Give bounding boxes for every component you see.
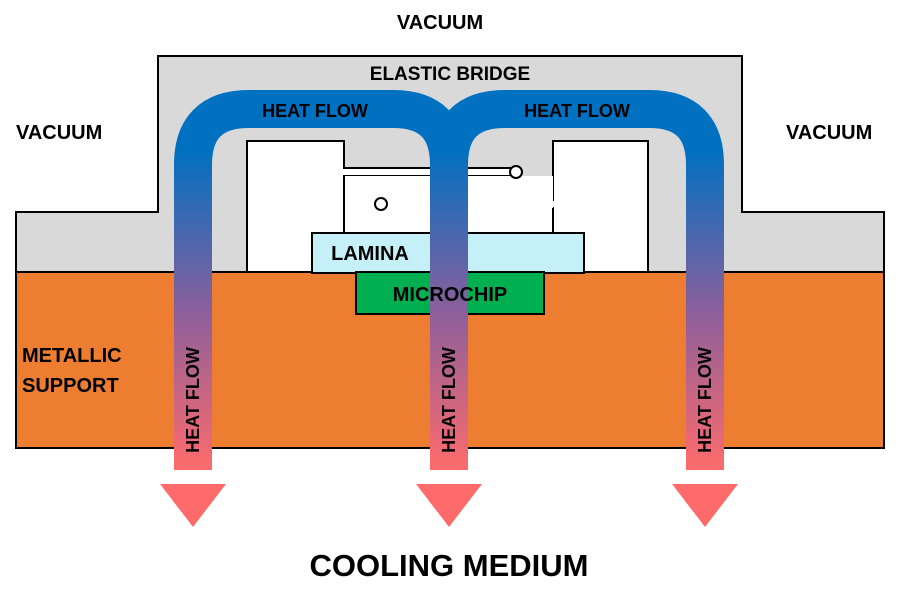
vacuum-top-label: VACUUM [397,12,483,34]
heat-flow-label-vertical-right: HEAT FLOW [695,347,715,453]
wire-bond-left [374,197,388,211]
heat-flow-label-vertical-center: HEAT FLOW [439,347,459,453]
cooling-medium-label: COOLING MEDIUM [310,548,589,583]
wire-bond-right [509,165,523,179]
heat-flow-arch-right [430,90,724,470]
vacuum-left-label: VACUUM [16,122,102,144]
metallic-support-label-line2: SUPPORT [22,375,119,397]
heat-flow-arrowhead-center [416,484,482,527]
heat-flow-arrowhead-right [672,484,738,527]
heat-flow-label-vertical-left: HEAT FLOW [183,347,203,453]
lamina-label: LAMINA [331,243,409,265]
vacuum-right-label: VACUUM [786,122,872,144]
microchip-label: MICROCHIP [393,284,507,306]
heat-flow-label-top-left: HEAT FLOW [262,101,368,121]
heat-flow-label-top-right: HEAT FLOW [524,101,630,121]
heat-flow-arrowhead-left [160,484,226,527]
elastic-bridge-label: ELASTIC BRIDGE [370,64,530,85]
metallic-support-label-line1: METALLIC [22,345,122,367]
